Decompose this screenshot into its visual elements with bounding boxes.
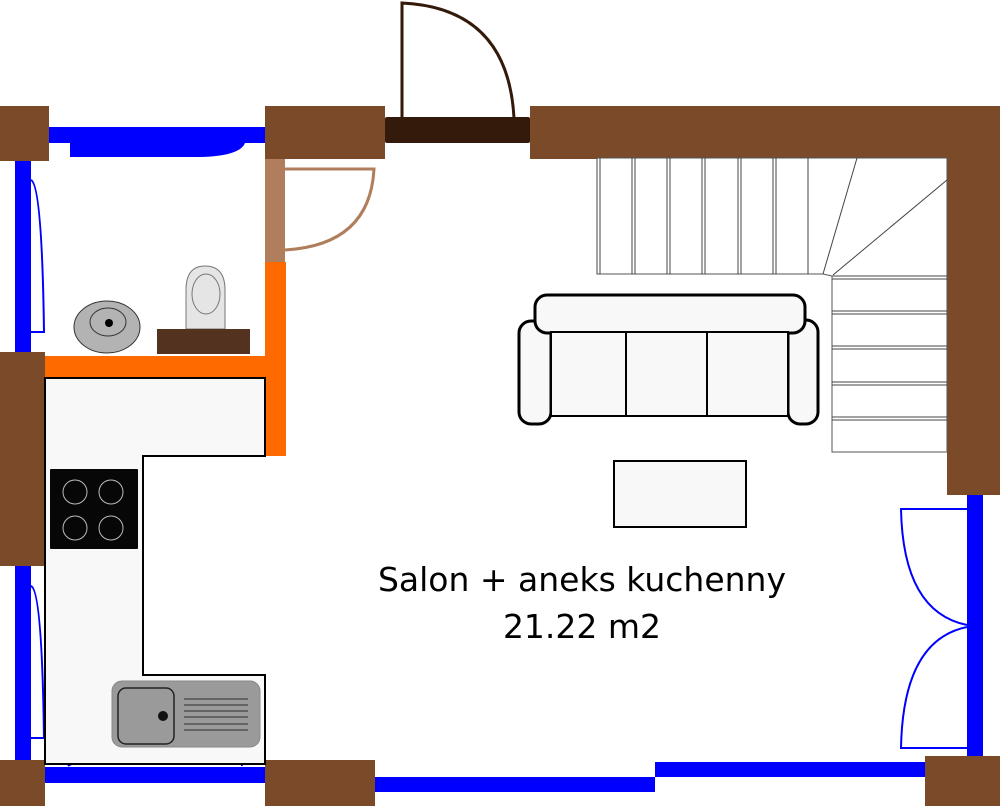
left-upper-window-leaf [30,179,46,333]
partition-wall-vertical [265,262,286,456]
washbasin [73,300,141,354]
room-name-label: Salon + aneks kuchenny [377,560,787,599]
left-lower-window-leaf [30,585,46,739]
left-upper-window [15,160,31,352]
bottom-window-b [655,762,927,777]
pillar-top-center [265,106,385,159]
top-left-window [49,127,265,143]
room-area-label: 21.22 m2 [502,607,662,646]
sofa-back [533,293,807,335]
kitchen-sink [111,680,261,748]
right-terrace-door-frame [967,495,983,757]
partition-wall-horizontal [45,356,265,378]
bottom-window-a [375,777,655,792]
entrance-door [385,1,530,143]
pillar-left-middle [0,352,45,566]
pillar-bottom-right [925,756,1000,806]
sofa-right-arm [786,318,820,426]
right-terrace-door-leaf-bottom [899,626,968,749]
left-lower-window [15,566,31,760]
wall-top-right [530,106,1000,159]
sofa [517,293,820,426]
coffee-table [613,460,747,528]
cooktop [50,469,138,549]
pillar-bottom-left [0,760,45,806]
entrance-door-slab [385,117,530,143]
bottom-left-window [45,767,265,783]
entrance-door-swing [400,1,516,119]
pillar-top-left [0,106,49,161]
wall-right [947,106,1000,495]
sofa-seat [550,331,789,417]
staircase [596,157,948,453]
right-terrace-door-leaf-top [899,508,968,626]
bathroom-door-swing [284,167,376,252]
pillar-bottom-center [265,760,375,806]
toilet-tank [157,329,250,354]
structural-walls [0,106,1000,806]
bathroom-door-frame [265,159,285,262]
toilet [157,265,250,354]
sofa-left-arm [517,319,553,426]
top-left-window-sash [70,143,245,157]
